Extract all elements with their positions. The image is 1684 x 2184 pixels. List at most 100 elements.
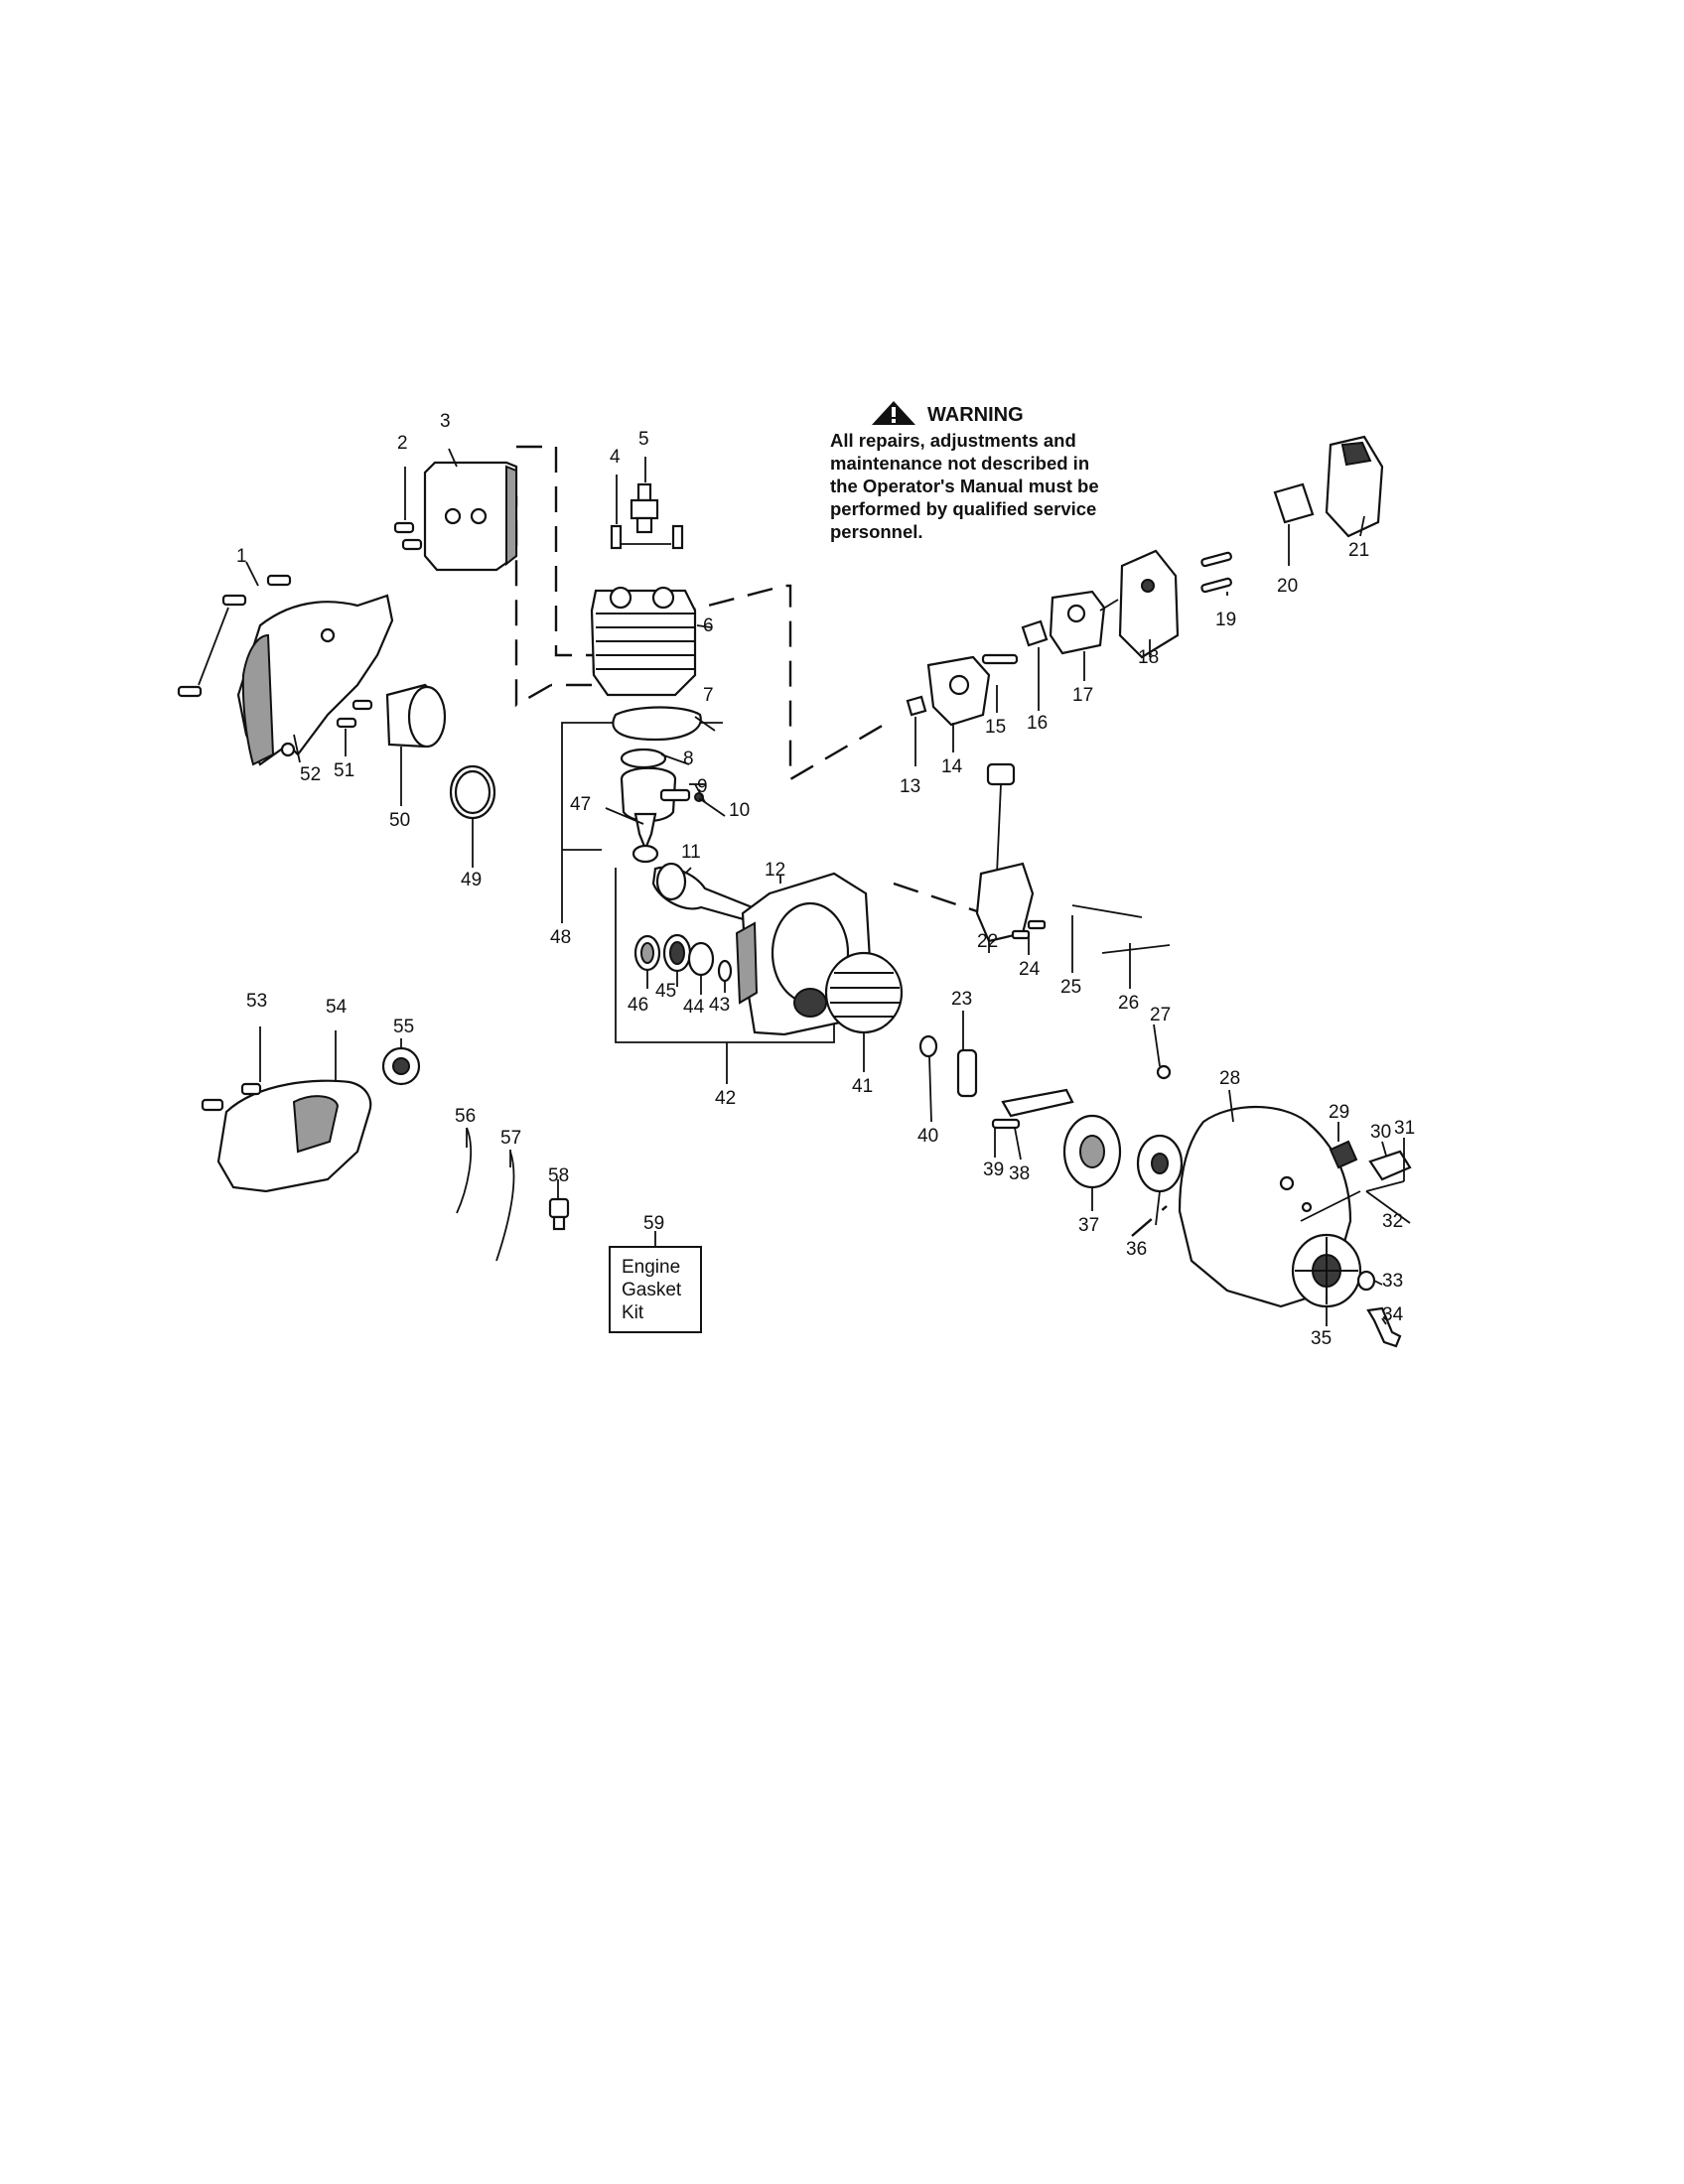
callout-57: 57 [500,1128,521,1149]
callout-37: 37 [1078,1215,1099,1236]
part-49-o-ring [449,764,496,820]
callout-2: 2 [397,433,408,454]
callout-54: 54 [326,997,348,1018]
callout-56: 56 [455,1106,476,1127]
part-33-bushing [1356,1270,1376,1292]
callout-36: 36 [1126,1239,1147,1260]
part-52-shroud [236,594,394,766]
part-25-wire [1071,904,1143,918]
callout-29: 29 [1329,1102,1349,1123]
callout-52: 52 [300,764,321,785]
part-13-clip [906,695,927,717]
part-51-screws [336,699,373,729]
part-bearings [633,933,733,983]
callout-24: 24 [1019,959,1041,980]
callout-22: 22 [977,931,998,952]
callout-1: 1 [236,546,247,567]
part-57-fuel-line [495,1151,515,1262]
callout-25: 25 [1060,977,1081,998]
callout-50: 50 [389,810,410,831]
part-22-ignition-module [975,762,1035,943]
callout-26: 26 [1118,993,1139,1014]
callout-58: 58 [548,1165,569,1186]
callout-10: 10 [729,800,750,821]
callout-31: 31 [1394,1118,1415,1139]
leader-lines [245,448,1411,1326]
callout-21: 21 [1348,540,1369,561]
part-34-lever [1366,1306,1402,1348]
part-55-nut [381,1046,421,1086]
assembly-dashed-lines [514,445,1168,1237]
part-5-spark-plug [630,482,659,534]
part-37-pulley [1062,1114,1122,1189]
part-24-screws [1011,919,1047,940]
part-30-starter-handle [1368,1150,1412,1181]
callout-55: 55 [393,1017,414,1037]
part-3-muffler-cover [423,461,518,572]
callout-23: 23 [951,989,972,1010]
part-27-nut [1156,1064,1172,1080]
part-14-intake-adapter [926,653,1019,727]
callout-4: 4 [610,447,621,468]
part-41-flywheel [824,951,904,1034]
callout-15: 15 [985,717,1006,738]
callout-20: 20 [1277,576,1298,597]
part-18-filter-base [1118,549,1180,659]
callout-7: 7 [703,685,714,706]
part-21-filter-cover [1325,435,1384,538]
callout-30: 30 [1370,1122,1391,1143]
warning-line-2: maintenance not described in [830,453,1089,474]
warning-line-4: performed by qualified service [830,498,1096,519]
part-36-spring [1136,1134,1184,1193]
callout-11: 11 [681,842,701,863]
callout-27: 27 [1150,1005,1171,1025]
part-7-gasket [612,706,702,742]
callout-34: 34 [1382,1304,1404,1325]
callout-28: 28 [1219,1068,1240,1089]
part-50-air-filter [385,683,447,749]
part-17-carburetor [1049,590,1119,655]
part-58-fitting [548,1197,570,1231]
part-4-bolts [610,524,684,550]
callout-38: 38 [1009,1163,1030,1184]
warning-line-1: All repairs, adjustments and [830,430,1076,451]
warning-line-5: personnel. [830,521,923,542]
part-19-screws [1200,551,1232,594]
callout-40: 40 [917,1126,938,1147]
part-2-screws [393,521,423,551]
callout-8: 8 [683,749,694,769]
callout-43: 43 [709,995,730,1016]
callout-14: 14 [941,756,963,777]
warning-title: WARNING [927,404,1024,426]
callout-labels: 1 2 3 4 5 6 7 8 9 10 11 12 13 14 15 16 1… [236,411,1415,1349]
callout-45: 45 [655,981,676,1002]
callout-17: 17 [1072,685,1093,706]
warning-block: WARNING All repairs, adjustments and mai… [830,401,1099,542]
callout-19: 19 [1215,610,1236,630]
part-54-guard [216,1079,372,1193]
part-40-washer [918,1034,938,1058]
part-piston [620,766,706,823]
callout-51: 51 [334,760,354,781]
callout-47: 47 [570,794,591,815]
callout-16: 16 [1027,713,1048,734]
part-23-sleeve [956,1048,978,1098]
part-26-wire [1101,944,1171,954]
warning-line-3: the Operator's Manual must be [830,476,1099,496]
part-31-32-rope [1300,1190,1361,1222]
part-6-cylinder [590,586,697,697]
callout-5: 5 [638,429,649,450]
callout-42: 42 [715,1088,736,1109]
part-38-39-bracket [991,1088,1074,1130]
part-29-plate [1329,1140,1358,1169]
callout-53: 53 [246,991,267,1012]
warning-triangle-icon [872,401,915,425]
kit-line-2: Gasket [622,1280,682,1300]
callout-33: 33 [1382,1271,1403,1292]
callout-49: 49 [461,870,482,890]
part-11-crankshaft [651,862,757,923]
part-56-fuel-line [456,1127,473,1214]
callout-48: 48 [550,927,571,948]
callout-59: 59 [643,1213,664,1234]
